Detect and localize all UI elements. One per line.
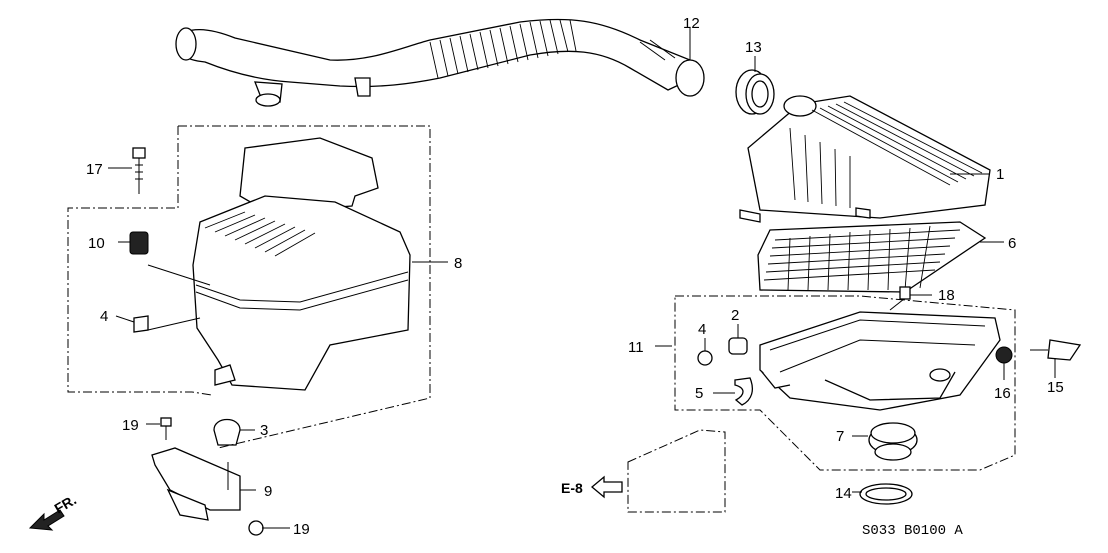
callout-9: 9 [264, 483, 272, 500]
e8-arrow-icon [590, 475, 623, 499]
callout-5: 5 [695, 385, 703, 402]
front-direction: FR. [28, 491, 79, 531]
intake-duct [175, 18, 705, 107]
callout-4-right: 4 [698, 321, 706, 338]
e8-reference: E-8 [561, 475, 623, 499]
callout-10: 10 [88, 235, 105, 252]
diagram-code: S033 B0100 A [862, 523, 963, 539]
seal-ring [735, 69, 775, 115]
callout-3: 3 [260, 422, 268, 439]
callout-11: 11 [628, 339, 644, 356]
fasteners [129, 147, 1082, 536]
callout-8: 8 [454, 255, 462, 272]
leader-lines [108, 28, 1056, 529]
callout-15: 15 [1047, 379, 1064, 396]
callout-2: 2 [731, 307, 739, 324]
callout-numbers: 1 2 3 4 4 5 6 7 8 9 10 11 12 13 14 15 16… [86, 15, 1064, 538]
callout-6: 6 [1008, 235, 1016, 252]
callout-18: 18 [938, 287, 955, 304]
filter-element [757, 221, 987, 293]
air-cleaner-case [759, 311, 1001, 411]
callout-16: 16 [994, 385, 1011, 402]
e8-label: E-8 [561, 480, 583, 496]
resonator-chamber [192, 137, 411, 391]
callout-12: 12 [683, 15, 700, 32]
callout-13: 13 [745, 39, 762, 56]
callout-7: 7 [836, 428, 844, 445]
front-arrow-icon [28, 509, 65, 531]
callout-4-left: 4 [100, 308, 108, 325]
callout-19-lower: 19 [293, 521, 310, 538]
air-cleaner-cover [739, 95, 991, 223]
callout-17: 17 [86, 161, 103, 178]
callout-1: 1 [996, 166, 1004, 183]
callout-19-upper: 19 [122, 417, 139, 434]
callout-14: 14 [835, 485, 852, 502]
